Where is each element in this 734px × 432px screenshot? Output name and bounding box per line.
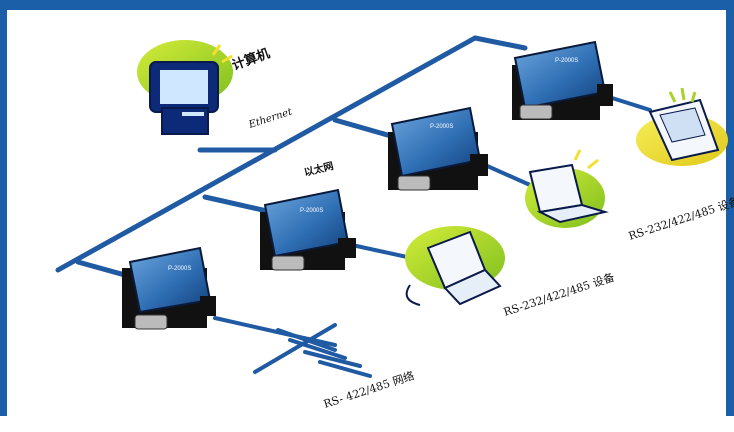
pda-icon — [636, 87, 728, 166]
serial-server-icon: P-2000S — [260, 188, 356, 271]
frame-right-bar — [726, 0, 734, 416]
serial-server-icon: P-2000S — [122, 246, 216, 330]
device-model-label: P-2000S — [555, 58, 578, 64]
device-label-middle: RS-232/422/485 设备 — [502, 270, 617, 319]
computer-label: 计算机 — [230, 45, 272, 73]
laptop-icon — [405, 226, 505, 306]
frame-left-bar — [0, 0, 7, 416]
ethernet-label: Ethernet — [247, 106, 295, 131]
frame-top-bar — [0, 0, 734, 10]
laptop-icon — [525, 149, 609, 228]
rs485-comb — [213, 316, 372, 378]
computer-icon — [137, 40, 233, 135]
serial-server-icon: P-2000S — [388, 106, 488, 191]
device-model-label: P-2000S — [168, 266, 191, 272]
serial-server-icon: P-2000S — [512, 40, 613, 120]
device-model-label: P-2000S — [300, 208, 323, 214]
device-label-right: RS-232/422/485 设备 — [627, 194, 734, 243]
device-model-label: P-2000S — [430, 124, 453, 130]
ethernet-cn-label: 以太网 — [303, 159, 335, 179]
